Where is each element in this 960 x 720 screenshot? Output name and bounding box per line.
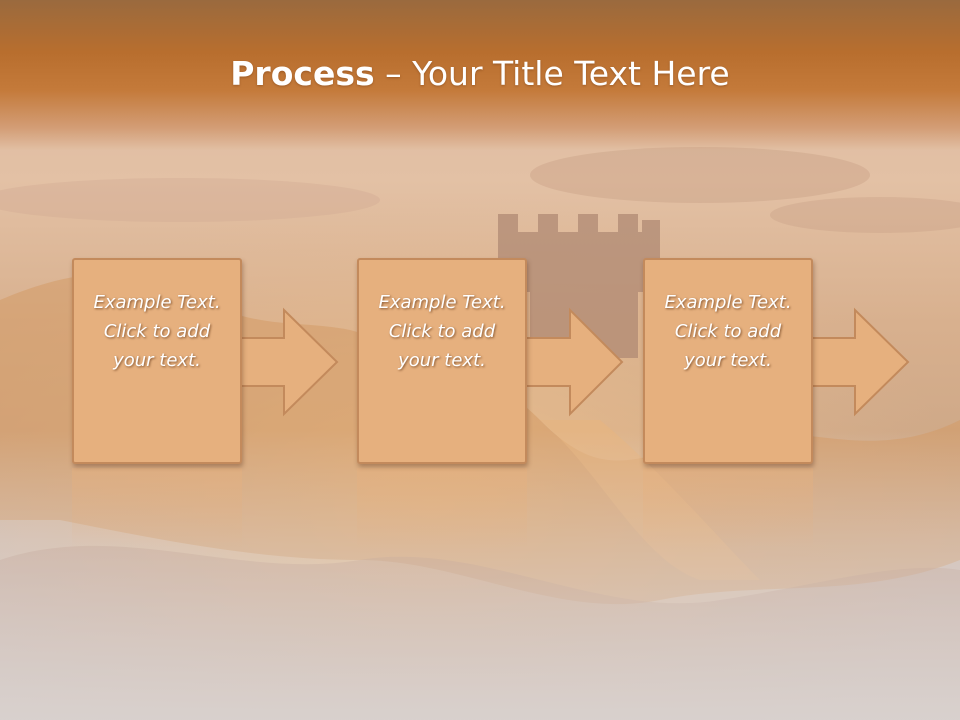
title-rest-text: – Your Title Text Here bbox=[374, 54, 730, 93]
step-1-reflection bbox=[72, 468, 242, 548]
step-2-reflection bbox=[357, 468, 527, 548]
step-2-text: Example Text. Click to add your text. bbox=[378, 291, 506, 371]
step-3-text: Example Text. Click to add your text. bbox=[664, 291, 792, 371]
title-bold-text: Process bbox=[230, 54, 375, 93]
slide-title[interactable]: Process – Your Title Text Here bbox=[0, 52, 960, 96]
title-banner bbox=[0, 0, 960, 150]
step-2-box[interactable]: Example Text. Click to add your text. bbox=[357, 258, 527, 464]
step-1-text: Example Text. Click to add your text. bbox=[93, 291, 221, 371]
step-1-box[interactable]: Example Text. Click to add your text. bbox=[72, 258, 242, 464]
step-3-reflection bbox=[643, 468, 813, 548]
step-3-box[interactable]: Example Text. Click to add your text. bbox=[643, 258, 813, 464]
